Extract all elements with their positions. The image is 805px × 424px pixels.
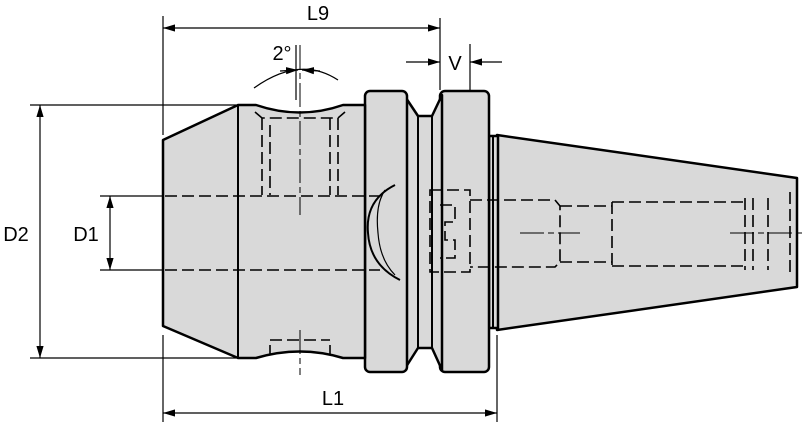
body	[161, 103, 367, 360]
dimension-d2-label: D2	[3, 224, 29, 246]
v-groove	[402, 93, 444, 372]
dimension-v-label: V	[448, 53, 462, 75]
front-flange	[363, 89, 409, 374]
rear-flange	[438, 89, 491, 374]
dimension-d1-label: D1	[73, 224, 99, 246]
dimension-l1-label: L1	[322, 388, 344, 410]
dimension-l9-label: L9	[307, 3, 329, 25]
angle-label: 2°	[272, 43, 291, 65]
